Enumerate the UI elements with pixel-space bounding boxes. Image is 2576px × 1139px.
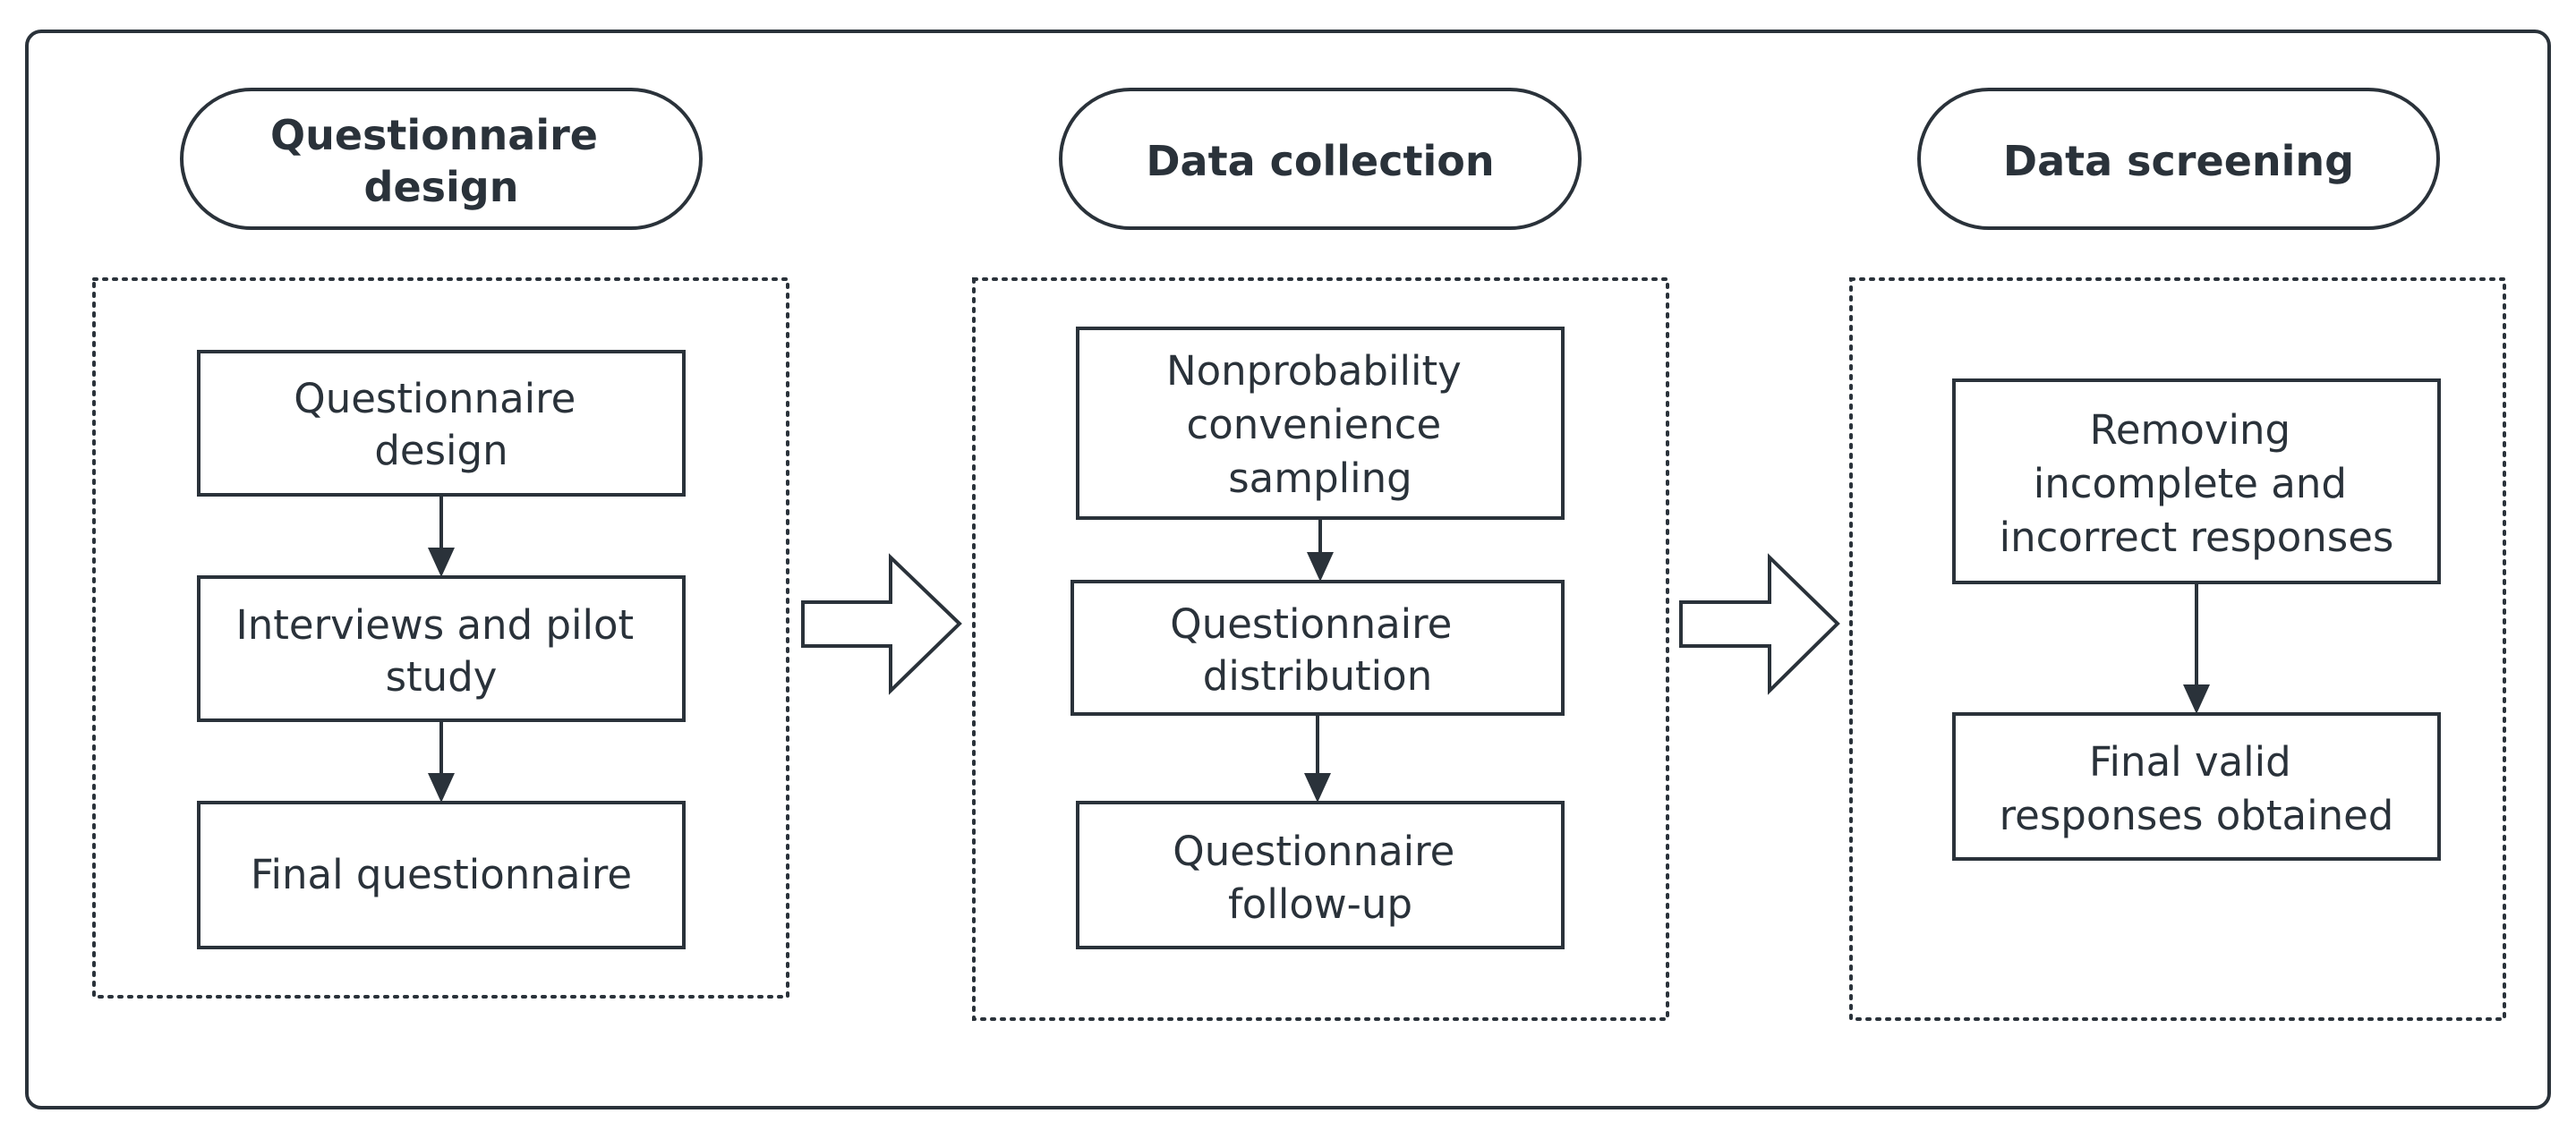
step-text: Removing incomplete and incorrect respon… bbox=[2000, 406, 2394, 561]
step-text-line: Removing bbox=[2090, 406, 2291, 454]
stage-transition-arrow bbox=[1679, 553, 1840, 695]
step-box bbox=[1952, 712, 2441, 861]
stage-title: Data collection bbox=[1146, 137, 1494, 185]
step-text-line: convenience bbox=[1186, 401, 1441, 448]
step-text: Questionnaire follow-up bbox=[1173, 828, 1467, 928]
step-text-line: incomplete and bbox=[2034, 460, 2347, 507]
flow-arrowhead bbox=[1307, 552, 1334, 582]
flow-arrowhead bbox=[2183, 684, 2210, 714]
step-box bbox=[1070, 580, 1565, 716]
stage-title: Data screening bbox=[2003, 137, 2354, 185]
flow-arrowhead bbox=[428, 773, 455, 803]
step-text: Questionnaire distribution bbox=[1170, 600, 1464, 700]
step-text: Nonprobability convenience sampling bbox=[1166, 347, 1474, 502]
stage-title-pill bbox=[1059, 88, 1582, 230]
step-text-line: Nonprobability bbox=[1166, 347, 1462, 395]
stage-questionnaire-design: Questionnaire design Questionnaire desig… bbox=[92, 88, 789, 999]
step-text-line: study bbox=[386, 653, 498, 701]
step-box bbox=[197, 575, 686, 722]
stage-data-collection: Data collection Nonprobability convenien… bbox=[972, 88, 1669, 1021]
step-box bbox=[197, 801, 686, 949]
step-box bbox=[1076, 327, 1565, 520]
stage-transition-arrow bbox=[801, 553, 962, 695]
step-text: Questionnaire design bbox=[294, 375, 588, 474]
step-text-line: Questionnaire bbox=[1173, 828, 1454, 875]
stage-group-box bbox=[92, 277, 789, 999]
step-text: Final valid responses obtained bbox=[2000, 738, 2394, 839]
step-text: Interviews and pilot study bbox=[235, 601, 646, 701]
stage-title-line: Questionnaire bbox=[270, 111, 598, 159]
stage-title-line: Data collection bbox=[1146, 137, 1494, 185]
step-text-line: sampling bbox=[1228, 455, 1412, 502]
stage-group-box bbox=[1849, 277, 2506, 1021]
stage-title-line: design bbox=[364, 163, 519, 211]
stage-data-screening: Data screening Removing incomplete and i… bbox=[1849, 88, 2506, 1021]
stage-title-pill bbox=[180, 88, 703, 230]
step-text-line: follow-up bbox=[1228, 880, 1412, 928]
step-text: Final questionnaire bbox=[251, 851, 632, 898]
step-text-line: Questionnaire bbox=[1170, 600, 1452, 648]
step-box bbox=[1952, 378, 2441, 584]
step-text-line: Questionnaire bbox=[294, 375, 576, 422]
step-text-line: Interviews and pilot bbox=[235, 601, 634, 649]
step-text-line: distribution bbox=[1203, 652, 1432, 700]
step-box bbox=[197, 350, 686, 497]
stage-title: Questionnaire design bbox=[270, 111, 612, 211]
stage-title-line: Data screening bbox=[2003, 137, 2354, 185]
step-text-line: Final questionnaire bbox=[251, 851, 632, 898]
flow-arrowhead bbox=[1304, 773, 1331, 803]
stage-title-pill bbox=[1917, 88, 2440, 230]
step-box bbox=[1076, 801, 1565, 949]
flow-arrowhead bbox=[428, 548, 455, 577]
step-text-line: responses obtained bbox=[2000, 792, 2394, 839]
step-text-line: Final valid bbox=[2089, 738, 2291, 786]
step-text-line: incorrect responses bbox=[2000, 514, 2394, 561]
stage-group-box bbox=[972, 277, 1669, 1021]
step-text-line: design bbox=[374, 427, 508, 474]
